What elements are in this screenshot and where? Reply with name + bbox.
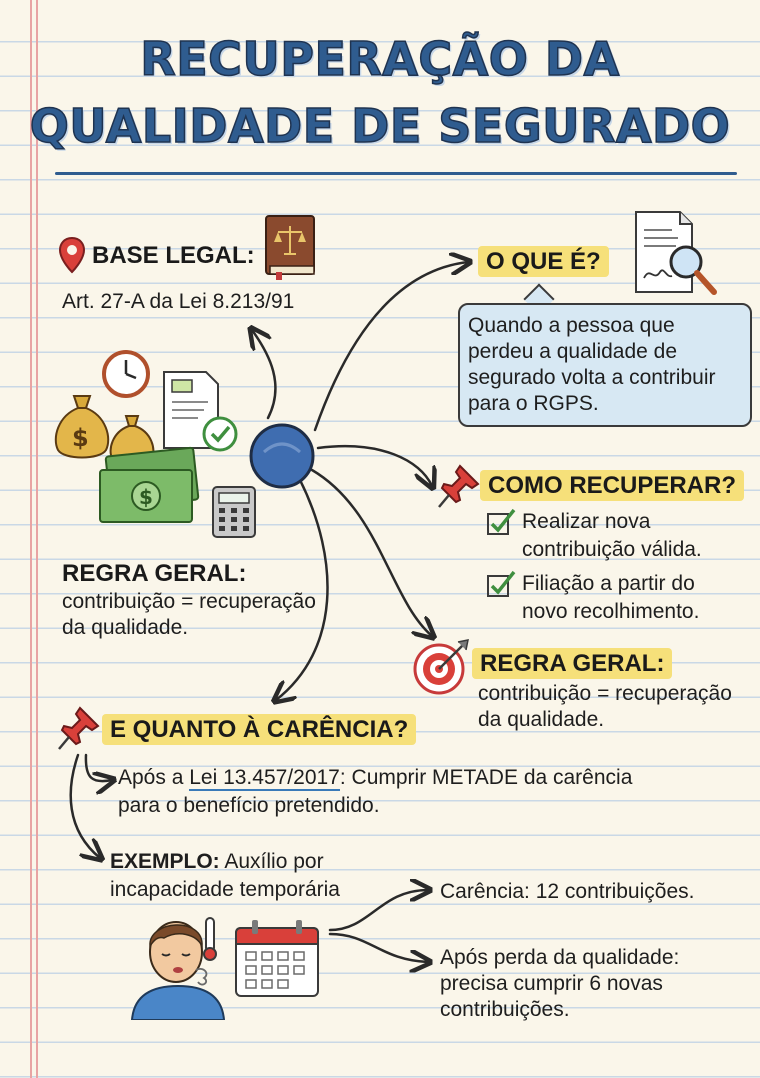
carencia-branch2-line1: Após perda da qualidade:	[440, 946, 680, 969]
como-recuperar-item1-line2: contribuição válida.	[522, 538, 702, 561]
document-check-icon	[163, 371, 238, 452]
margin-line-2	[36, 0, 38, 1078]
o-que-e-line: para o RGPS.	[468, 392, 599, 415]
checkbox-icon	[487, 508, 516, 535]
checkbox-icon	[487, 570, 516, 597]
margin-line	[30, 0, 32, 1078]
location-pin-icon	[58, 236, 86, 274]
svg-text:$: $	[139, 485, 153, 509]
carencia-header: E QUANTO À CARÊNCIA?	[102, 714, 417, 745]
banknote-icon: $	[99, 446, 200, 523]
calendar-icon	[235, 920, 319, 997]
target-icon	[413, 639, 469, 695]
como-recuperar-item2-line1: Filiação a partir do	[522, 572, 695, 595]
carencia-rule-line1: Após a Lei 13.457/2017: Cumprir METADE d…	[118, 766, 633, 791]
base-legal-text: Art. 27-A da Lei 8.213/91	[62, 290, 295, 313]
page-title-line1: RECUPERAÇÃO DA	[140, 31, 620, 87]
regra-geral-right-header: REGRA GERAL:	[472, 648, 673, 679]
title-underline	[55, 172, 737, 175]
o-que-e-header: O QUE É?	[478, 246, 609, 277]
center-node	[249, 423, 315, 489]
regra-geral-left-line2: da qualidade.	[62, 616, 189, 639]
o-que-e-line: segurado volta a contribuir	[468, 366, 716, 389]
law-book-icon	[265, 215, 315, 280]
carencia-branch2-line3: contribuições.	[440, 998, 570, 1021]
carencia-branch2-line2: precisa cumprir 6 novas	[440, 972, 663, 995]
o-que-e-bubble: Quando a pessoa que perdeu a qualidade d…	[458, 303, 752, 427]
calculator-icon	[212, 486, 256, 538]
regra-geral-left-header: REGRA GERAL:	[62, 560, 247, 587]
carencia-branch1: Carência: 12 contribuições.	[440, 880, 695, 903]
como-recuperar-item1-line1: Realizar nova	[522, 510, 651, 533]
carencia-rule-line2: para o benefício pretendido.	[118, 794, 380, 817]
regra-geral-right-line1: contribuição = recuperação	[478, 682, 732, 705]
o-que-e-line: Quando a pessoa que	[468, 314, 675, 337]
sick-person-icon	[130, 917, 226, 1020]
pushpin-icon	[438, 464, 480, 508]
page-title-line2: QUALIDADE DE SEGURADO	[29, 98, 731, 154]
money-bag-icon: $	[54, 395, 110, 459]
svg-text:$: $	[72, 424, 89, 452]
como-recuperar-header: COMO RECUPERAR?	[480, 470, 745, 501]
regra-geral-right-line2: da qualidade.	[478, 708, 605, 731]
pushpin-icon	[58, 706, 100, 750]
document-magnifier-icon	[635, 211, 717, 295]
como-recuperar-item2-line2: novo recolhimento.	[522, 600, 700, 623]
regra-geral-left-line1: contribuição = recuperação	[62, 590, 316, 613]
base-legal-header: BASE LEGAL:	[92, 242, 255, 269]
exemplo-line1: EXEMPLO: Auxílio por	[110, 850, 324, 873]
o-que-e-line: perdeu a qualidade de	[468, 340, 678, 363]
clock-icon	[102, 350, 150, 398]
exemplo-line2: incapacidade temporária	[110, 878, 340, 901]
